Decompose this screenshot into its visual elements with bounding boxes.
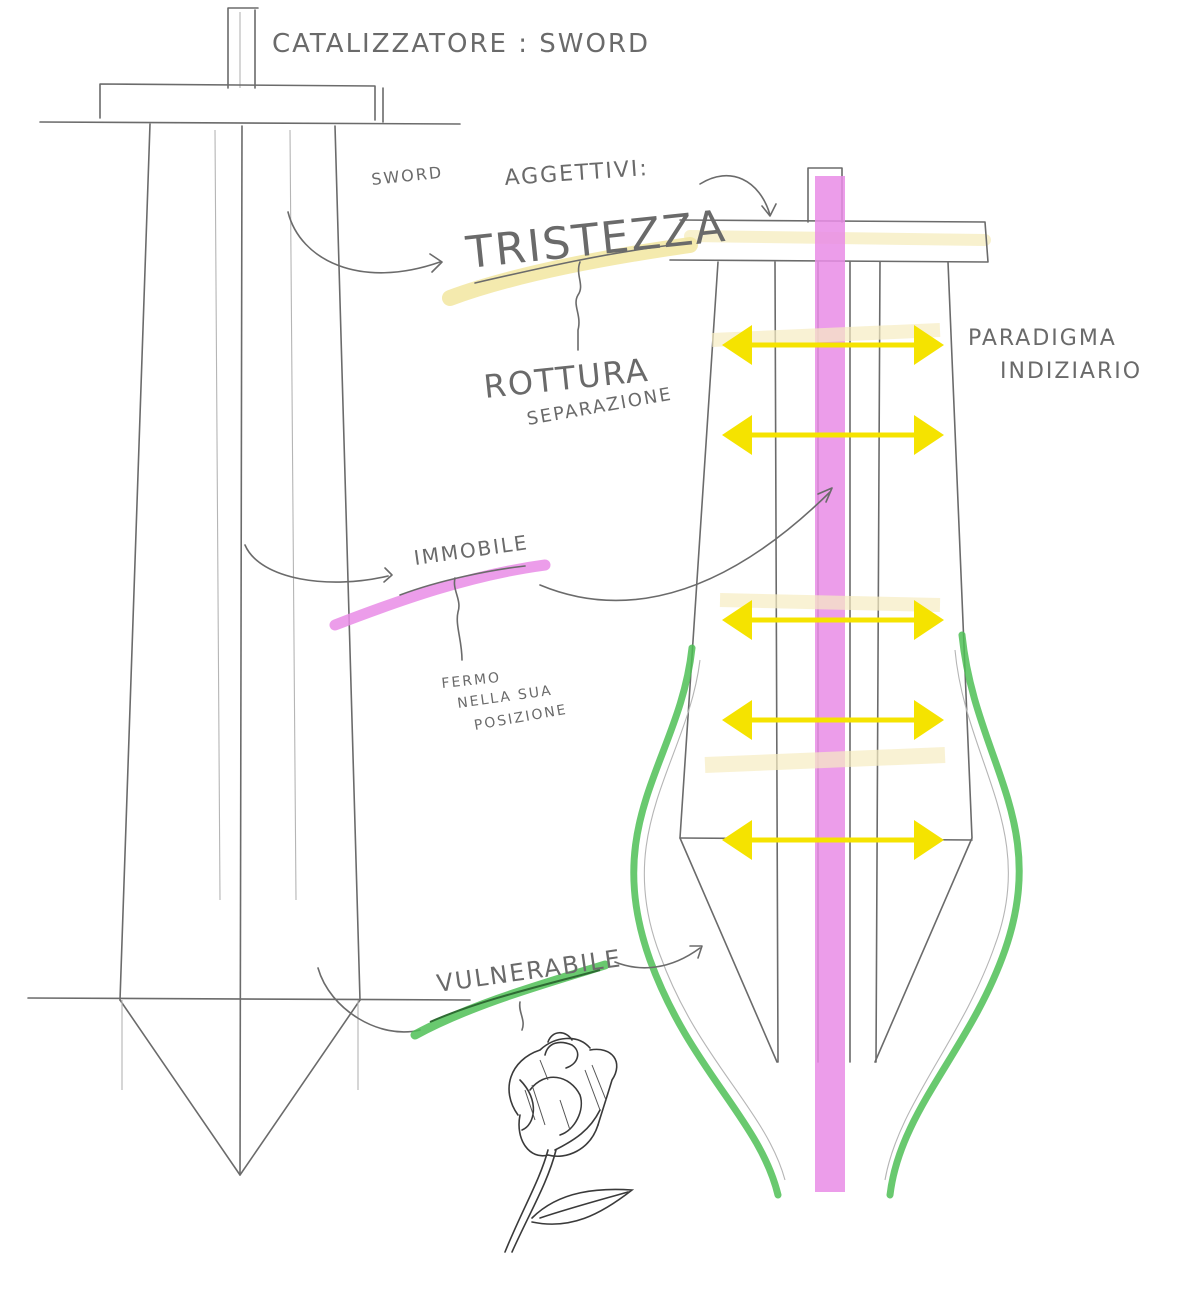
double-arrow-icon <box>722 820 944 860</box>
double-arrow-icon <box>722 325 944 365</box>
connector-arrows <box>244 174 833 1033</box>
right-sword <box>630 167 1023 1199</box>
double-arrow-icon <box>722 415 944 455</box>
right-blade-edge-left <box>679 261 778 1063</box>
left-sword-handle <box>227 7 259 89</box>
green-outline-left <box>630 644 782 1199</box>
immobile-highlight <box>329 559 551 631</box>
adjectives-title: AGGETTIVI: <box>504 156 650 191</box>
double-arrow-icon <box>722 700 944 740</box>
green-outline-right <box>886 631 1023 1199</box>
fermo-label-1: FERMO <box>441 670 502 692</box>
rose-sketch-icon <box>504 1031 635 1253</box>
double-arrow-icon <box>722 600 944 640</box>
left-blade-center <box>239 125 243 1176</box>
left-sword-guard <box>99 83 384 123</box>
left-blade-edge-left <box>119 123 151 1001</box>
left-blade-tip <box>119 999 361 1176</box>
sword-small-label: SWORD <box>370 163 444 189</box>
left-blade-edge-right <box>334 125 361 1001</box>
immobile-label: IMMOBILE <box>412 530 530 570</box>
paradigma-label-2: INDIZIARIO <box>1000 359 1142 384</box>
right-blade-edge-right <box>874 261 973 1063</box>
catalyst-label: CATALIZZATORE : SWORD <box>272 29 650 59</box>
left-sword <box>27 7 471 1176</box>
paradigma-label-1: PARADIGMA <box>968 326 1117 351</box>
tristezza-highlight <box>442 237 698 306</box>
